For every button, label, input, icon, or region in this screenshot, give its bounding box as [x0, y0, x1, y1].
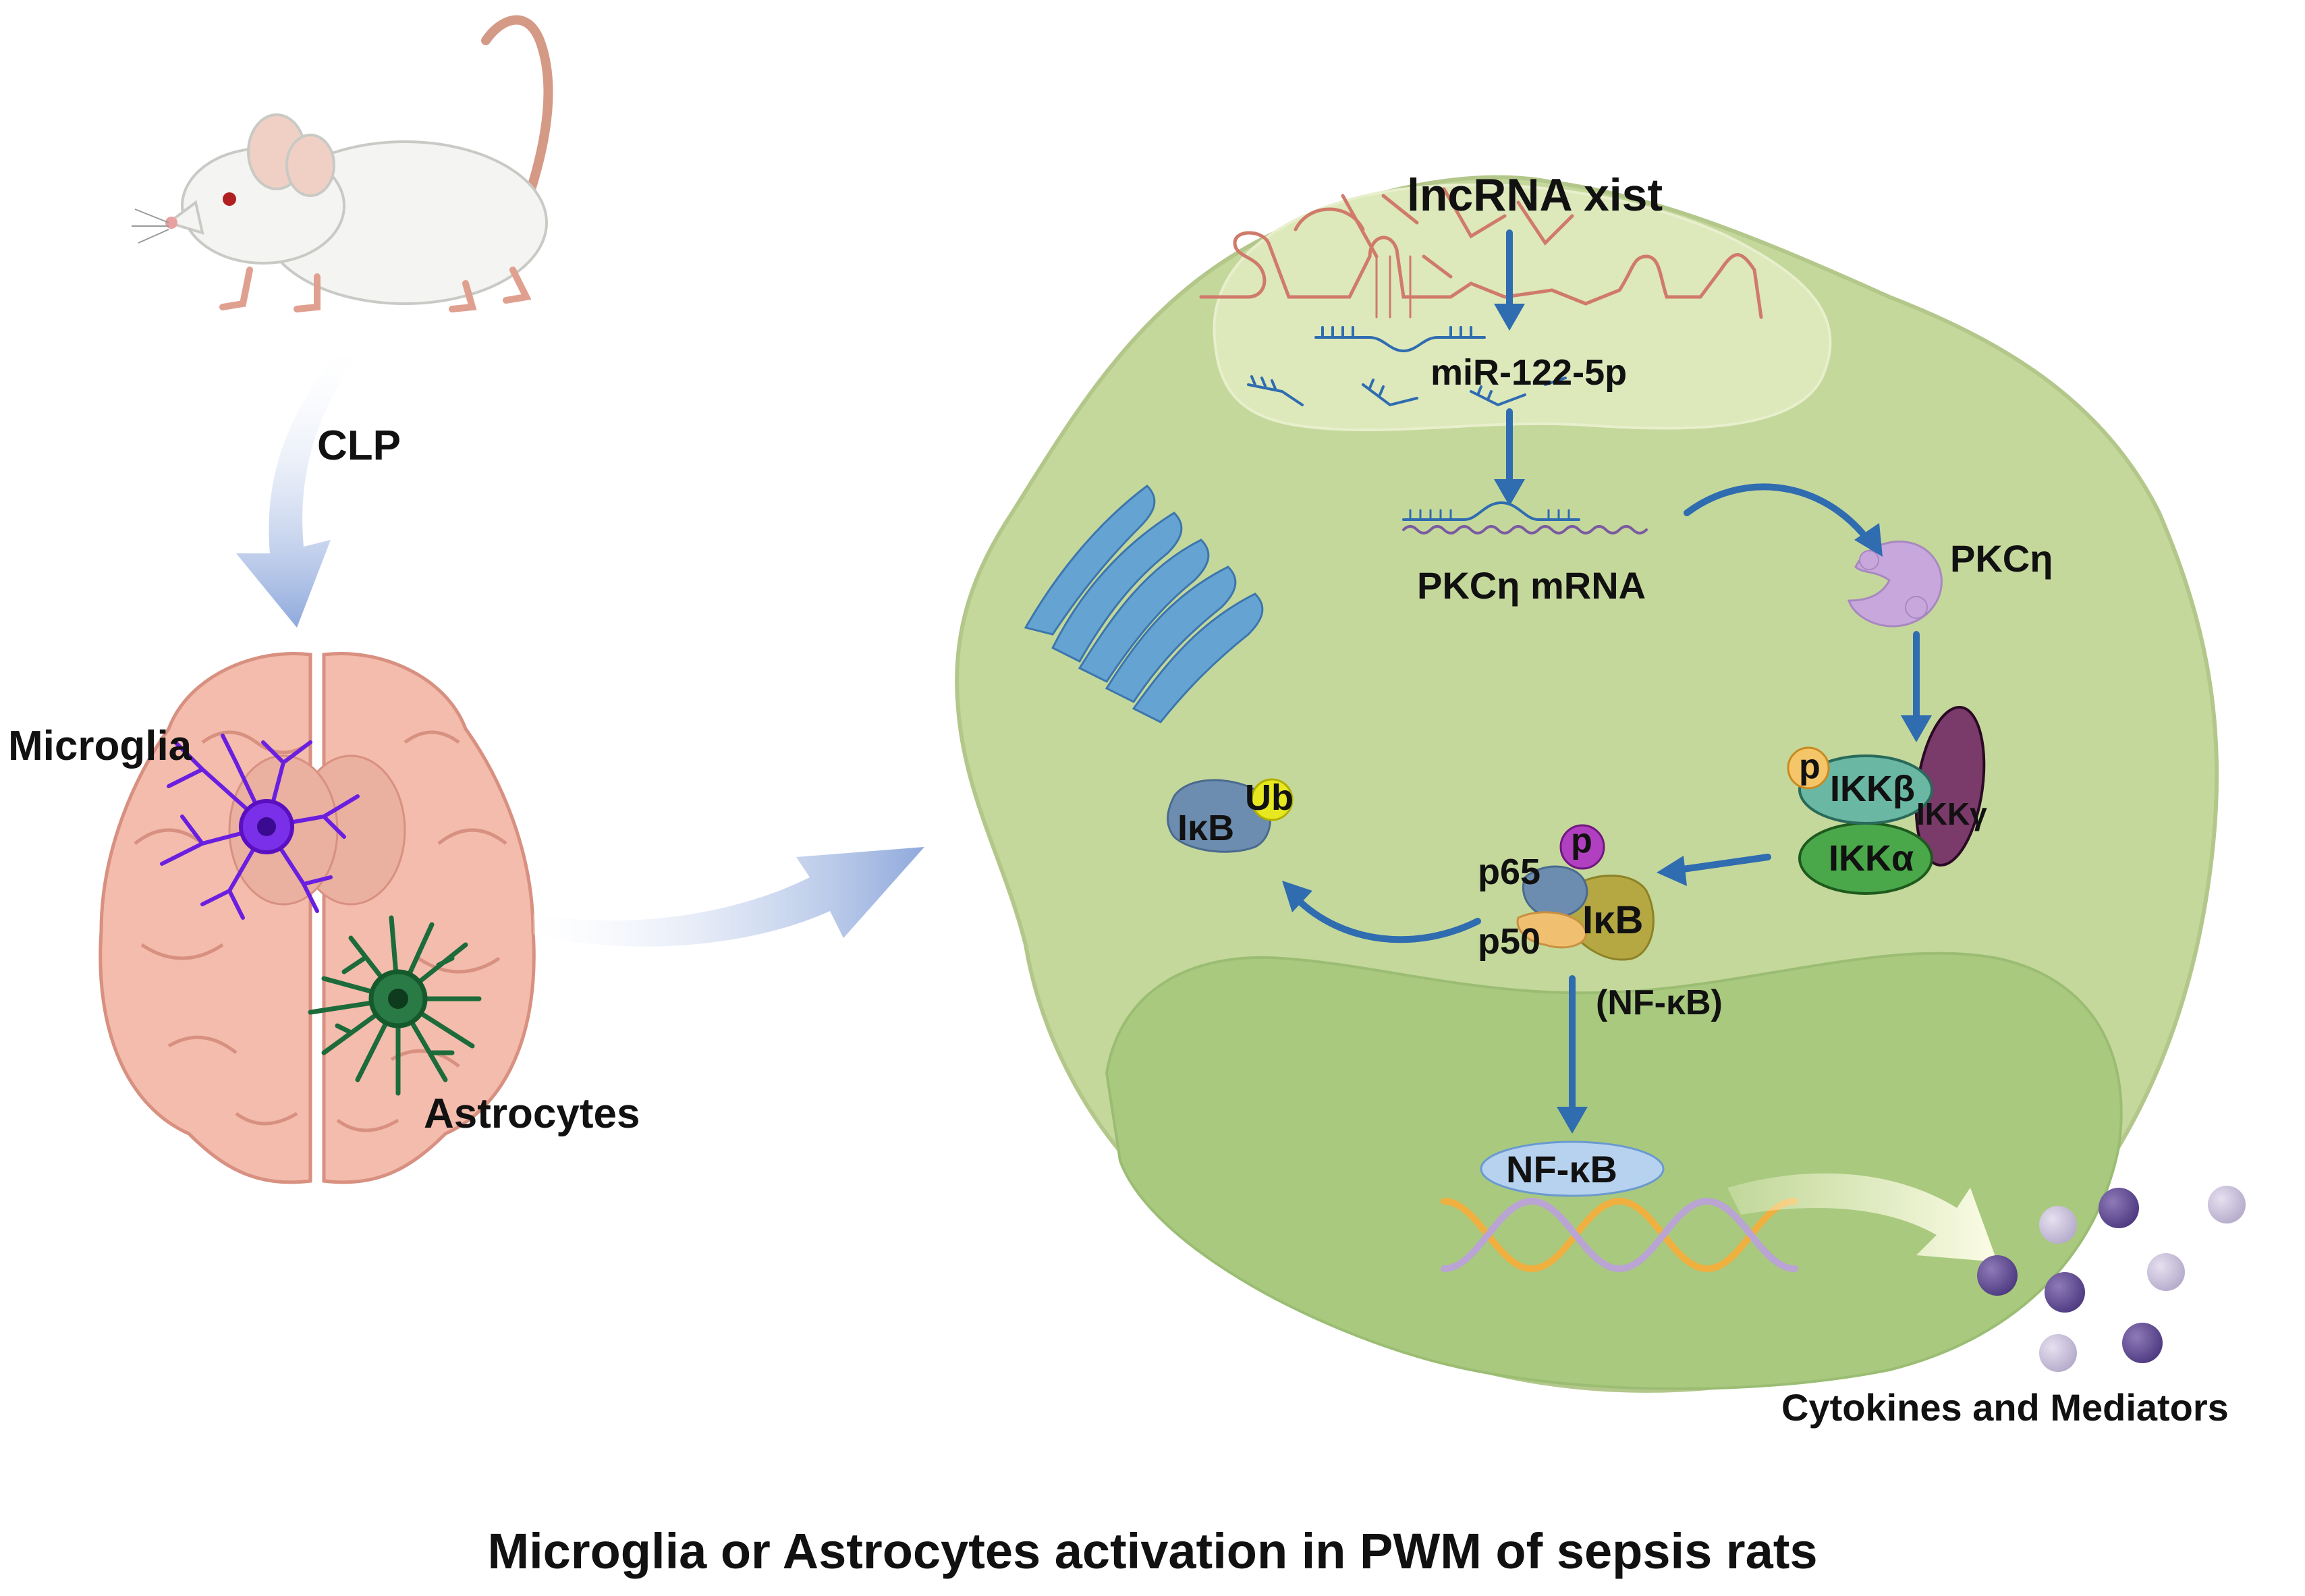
- ikk-beta-label: IKKβ: [1830, 769, 1915, 809]
- nfkb-transcription-factor: [1480, 1140, 1665, 1197]
- brain-illustration: [99, 652, 536, 1184]
- arrow-mrna-to-pkc: [1684, 483, 1866, 536]
- ikb-complex-label: IκB: [1582, 898, 1644, 942]
- clp-flow-arrow: [236, 337, 371, 628]
- p65-label: p65: [1478, 852, 1541, 892]
- ikk-alpha-label: IKKα: [1829, 838, 1914, 879]
- mir-122-5p-label: miR-122-5p: [1431, 352, 1628, 393]
- microglia-label: Microglia: [8, 723, 192, 769]
- mirna-strands: [1247, 326, 1567, 407]
- nfkb-paren-label: (NF-κB): [1596, 983, 1723, 1022]
- lncrna-structure: [1199, 187, 1763, 319]
- ub-label: Ub: [1245, 777, 1294, 818]
- arrow-nfkb-to-ikb: [1292, 894, 1481, 943]
- cytokine-release-arrow: [1727, 1173, 1997, 1262]
- cytokine-particles: [1977, 1186, 2246, 1372]
- astrocyte-cell: [308, 915, 482, 1096]
- brain-to-cell-arrow: [533, 847, 924, 947]
- astrocytes-label: Astrocytes: [424, 1091, 640, 1137]
- pkc-mrna: [1402, 501, 1648, 534]
- cytokines-label: Cytokines and Mediators: [1781, 1386, 2229, 1429]
- ikk-gamma-label: IKKγ: [1916, 796, 1987, 831]
- arrowheads: [1282, 304, 1932, 1134]
- arrow-ikk-to-nfkb: [1670, 854, 1771, 874]
- nfkb-label: NF-κB: [1506, 1148, 1617, 1190]
- lncrna-xist-label: lncRNA xist: [1407, 169, 1663, 221]
- dna-helix: [1441, 1197, 1798, 1273]
- ikb-ub-complex: [1167, 778, 1294, 853]
- nfkb-complex: [1516, 824, 1655, 961]
- figure-title: Microglia or Astrocytes activation in PW…: [487, 1523, 1818, 1579]
- clp-label: CLP: [317, 422, 401, 469]
- microglia-cell: [160, 734, 360, 920]
- pkc-eta-label: PKCη: [1950, 537, 2053, 580]
- pkc-protein: [1847, 541, 1943, 628]
- golgi-apparatus: [1024, 485, 1264, 723]
- pkc-mrna-label: PKCη mRNA: [1417, 564, 1646, 607]
- ikk-complex: [1787, 705, 1986, 895]
- phospho-ikk-label: p: [1799, 747, 1821, 786]
- phospho-p65-label: p: [1571, 821, 1592, 860]
- rat-illustration: [132, 15, 553, 312]
- ikb-free-label: IκB: [1177, 808, 1235, 848]
- p50-label: p50: [1478, 921, 1541, 962]
